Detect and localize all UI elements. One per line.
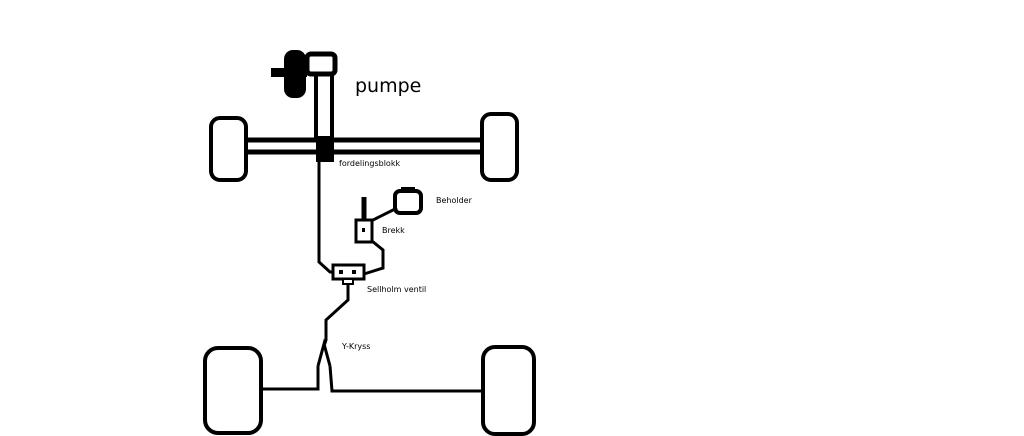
main-brake-line (317, 162, 335, 274)
sellholm-valve-label: Sellholm ventil (367, 285, 426, 294)
front-left-wheel (209, 116, 248, 182)
rear-right-wheel (481, 345, 536, 436)
distribution-block (316, 136, 334, 162)
pump (271, 50, 338, 138)
y-splitter-label: Y-Kryss (341, 342, 370, 351)
front-right-wheel (480, 112, 519, 182)
reservoir-line (370, 206, 398, 223)
brake-lever-label: Brekk (382, 226, 405, 235)
rear-left-wheel (203, 346, 263, 435)
y-splitter (259, 338, 484, 393)
front-axle (246, 137, 484, 155)
rear-brake-line (322, 284, 350, 347)
reservoir-label: Beholder (436, 196, 473, 205)
brake-lever (354, 197, 374, 244)
distribution-block-label: fordelingsblokk (339, 159, 400, 168)
reservoir (393, 187, 423, 215)
pump-label: pumpe (355, 75, 421, 97)
lever-brake-line (363, 239, 385, 276)
sellholm-valve (331, 263, 366, 285)
